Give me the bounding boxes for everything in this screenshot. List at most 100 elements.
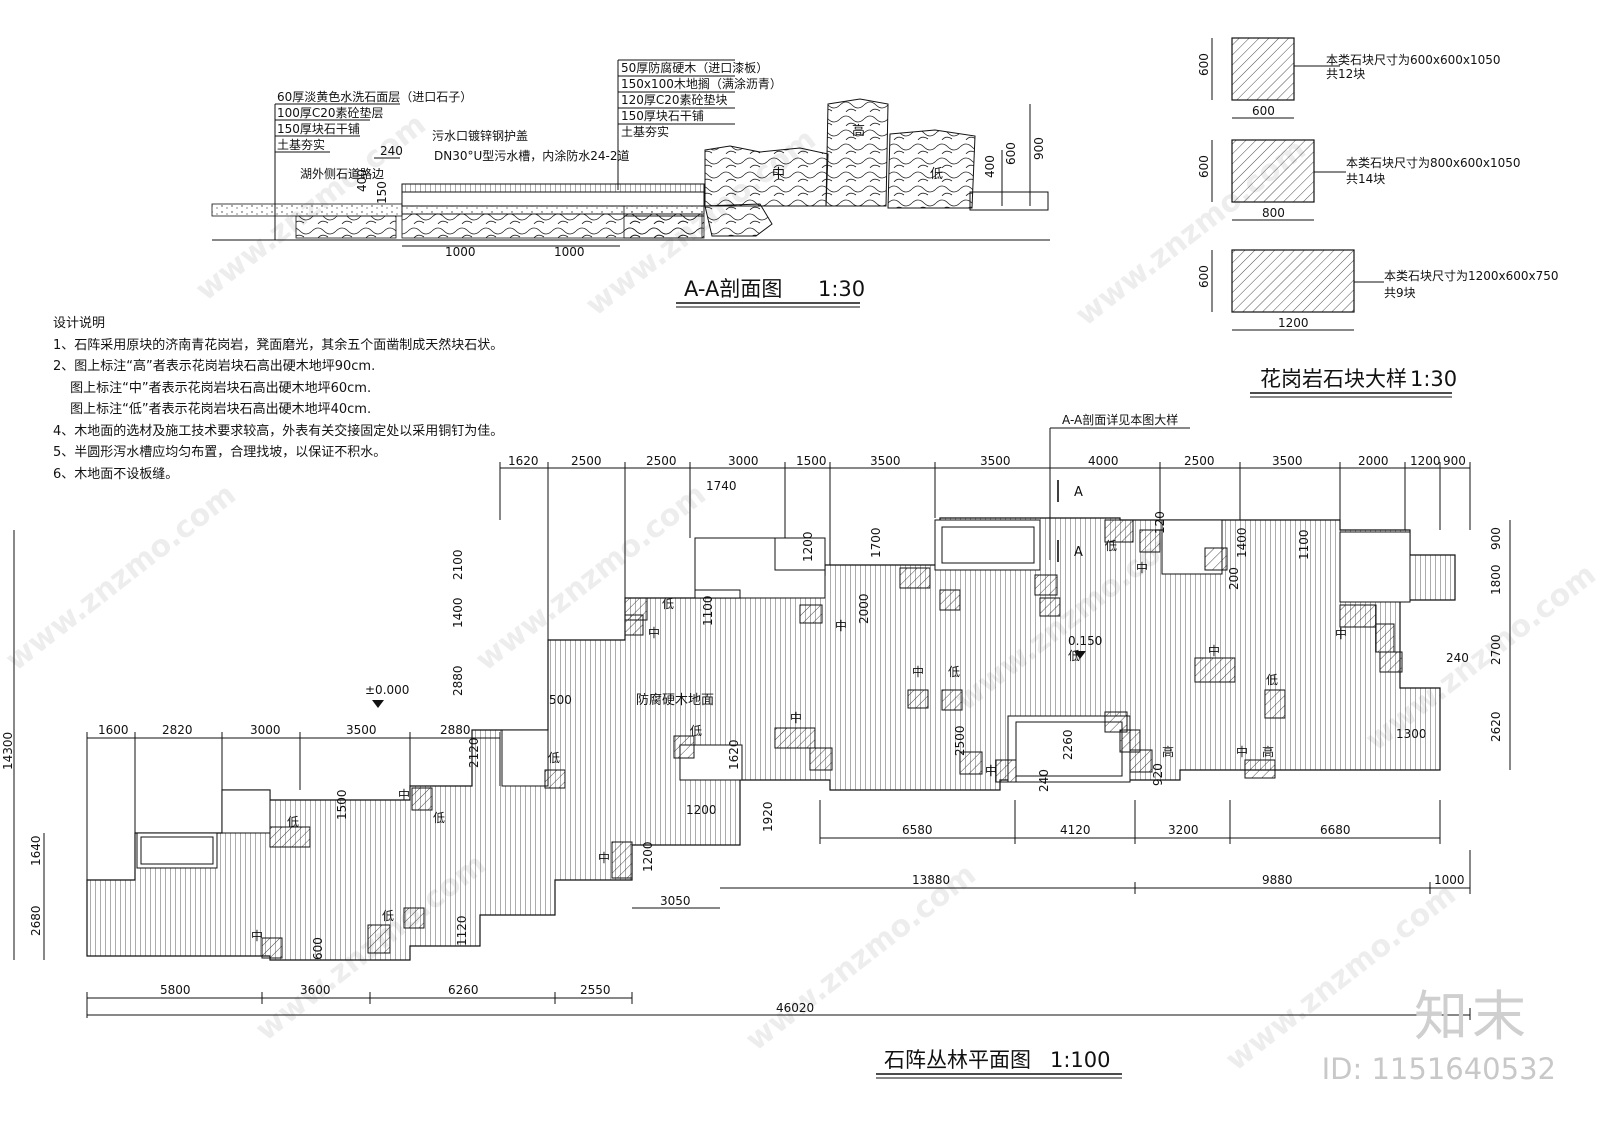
plan-dim: 3500 <box>870 454 901 468</box>
stone-count: 共14块 <box>1346 172 1385 186</box>
section-title: A-A剖面图 <box>684 277 782 301</box>
section-layer-note: 60厚淡黄色水洗石面层（进口石子） <box>277 90 472 104</box>
plan-dim: 900 <box>1489 527 1503 550</box>
plan-dim: 2100 <box>451 549 465 580</box>
plan-dim: 1200 <box>686 803 717 817</box>
section-mark: A <box>1074 545 1083 560</box>
section-layer-note: 土基夯实 <box>621 124 669 139</box>
plan-dim: 1640 <box>29 835 43 866</box>
plan-stone-mark: 低 <box>662 597 674 611</box>
design-notes: 设计说明 1、石阵采用原块的济南青花岗岩，凳面磨光，其余五个面凿制成天然块石状。… <box>53 313 613 485</box>
section-layer-note: 150x100木地搁（满涂沥青） <box>621 76 782 91</box>
plan-dim: 1120 <box>455 915 469 946</box>
plan-dim: 2700 <box>1489 634 1503 665</box>
plan-stone-mark: 高 <box>1162 744 1174 759</box>
plan-stone-mark: 低 <box>287 815 299 829</box>
section-layer-note: 150厚块石干铺 <box>277 122 360 136</box>
stone-dim: 800 <box>1262 206 1285 220</box>
section-dim: 1000 <box>445 245 476 259</box>
plan-stone-mark: 低 <box>948 665 960 679</box>
design-note-line: 图上标注“中”者表示花岗岩块石高出硬木地坪60cm. <box>53 380 372 396</box>
plan-title: 石阵丛林平面图 <box>884 1048 1031 1072</box>
section-dim: 400 <box>355 169 369 192</box>
plan-stone-mark: 中 <box>1208 643 1220 658</box>
stone-dim: 1200 <box>1278 316 1309 330</box>
plan-stone-mark: 低 <box>1105 539 1117 553</box>
stone-dim: 600 <box>1252 104 1275 118</box>
plan-dim: 200 <box>1227 567 1241 590</box>
plan-drawing: 低 中 低 低 中 低 中 低 中 低 中 中 中 低 低 低 中 中 低 中 … <box>1 412 1511 1079</box>
stone-count: 共9块 <box>1384 286 1416 300</box>
plan-dim: 1200 <box>1410 454 1441 468</box>
plan-dim: 900 <box>1443 454 1466 468</box>
section-dim: 600 <box>1004 142 1018 165</box>
plan-stone-mark: 中 <box>985 763 997 778</box>
design-note-line: 图上标注“低”者表示花岗岩块石高出硬木地坪40cm. <box>53 402 372 417</box>
plan-stone-mark: 中 <box>912 664 924 679</box>
section-stone-label: 高 <box>852 123 865 139</box>
plan-dim: 3500 <box>346 723 377 737</box>
plan-dim: 1700 <box>869 527 883 558</box>
plan-stone-mark: 中 <box>790 710 802 725</box>
plan-dim: 920 <box>1151 763 1165 786</box>
plan-stone-mark: 低 <box>690 724 702 738</box>
plan-dim: 1500 <box>335 789 349 820</box>
section-stone-label: 中 <box>772 167 785 182</box>
plan-elevation-high: 0.150 <box>1068 634 1102 648</box>
plan-dim: 500 <box>549 693 572 707</box>
plan-stone-mark: 中 <box>1136 560 1148 575</box>
plan-dim: 240 <box>1037 769 1051 792</box>
plan-dim: 600 <box>311 937 325 960</box>
plan-stone-mark: 中 <box>648 625 660 640</box>
plan-dim: 3500 <box>1272 454 1303 468</box>
design-note-line: 1、石阵采用原块的济南青花岗岩，凳面磨光，其余五个面凿制成天然块石状。 <box>53 337 504 353</box>
plan-dim: 1200 <box>801 531 815 562</box>
section-edge-note: 湖外侧石道路边 <box>300 166 384 181</box>
section-stone-label: 低 <box>930 167 943 182</box>
plan-stone-mark: 高 <box>1262 744 1274 759</box>
plan-dim: 1500 <box>796 454 827 468</box>
stone-detail: 600 600 600 600 800 1200 本类石块尺寸为600x600x… <box>1197 37 1559 398</box>
plan-stone-mark: 中 <box>1335 626 1347 641</box>
plan-dim: 13880 <box>912 873 950 887</box>
plan-stone-mark: 低 <box>1266 673 1278 687</box>
plan-dim: 1620 <box>727 739 741 770</box>
plan-dim: 3000 <box>728 454 759 468</box>
stone-note: 本类石块尺寸为600x600x1050 <box>1326 53 1501 67</box>
plan-stone-mark: 低 <box>382 909 394 923</box>
plan-dim: 2680 <box>29 905 43 936</box>
plan-dim: 2500 <box>953 725 967 756</box>
plan-dim: 5800 <box>160 983 191 997</box>
stone-count: 共12块 <box>1326 67 1365 81</box>
plan-stone-mark: 中 <box>835 618 847 633</box>
section-layer-note: 150厚块石干铺 <box>621 109 704 123</box>
plan-dim: 3000 <box>250 723 281 737</box>
stone-detail-scale: 1:30 <box>1410 367 1457 391</box>
watermark-brand: 知末 <box>1414 985 1530 1048</box>
plan-stones <box>261 519 1403 959</box>
plan-dim: 1600 <box>98 723 129 737</box>
plan-total-dim: 46020 <box>776 1001 814 1015</box>
section-dim: 240 <box>380 144 403 158</box>
plan-dim: 2880 <box>451 665 465 696</box>
plan-dim: 2500 <box>571 454 602 468</box>
plan-dim: 1000 <box>1434 873 1465 887</box>
plan-dim: 1400 <box>451 597 465 628</box>
section-drawing: 中 高 低 60厚淡黄色水洗石面层（进口石子） 100厚C20素砼垫层 150厚… <box>211 59 1050 308</box>
plan-floor-label: 防腐硬木地面 <box>636 692 714 708</box>
section-dim: 900 <box>1032 137 1046 160</box>
plan-dim: 3600 <box>300 983 331 997</box>
plan-dim: 2500 <box>1184 454 1215 468</box>
plan-dim: 2620 <box>1489 711 1503 742</box>
plan-dim: 1100 <box>701 595 715 626</box>
plan-dim: 1300 <box>1396 727 1427 741</box>
plan-dim: 3200 <box>1168 823 1199 837</box>
design-note-line: 6、木地面不设板缝。 <box>53 466 179 482</box>
stone-detail-title: 花岗岩石块大样 <box>1260 367 1407 391</box>
design-note-line: 4、木地面的选材及施工技术要求较高，外表有关交接固定处以采用铜钉为佳。 <box>53 423 504 439</box>
plan-stone-mark: 低 <box>548 751 560 765</box>
plan-dim: 1200 <box>641 841 655 872</box>
plan-dim: 6580 <box>902 823 933 837</box>
plan-dim: 14300 <box>1 732 15 770</box>
stone-dim: 600 <box>1197 155 1211 178</box>
